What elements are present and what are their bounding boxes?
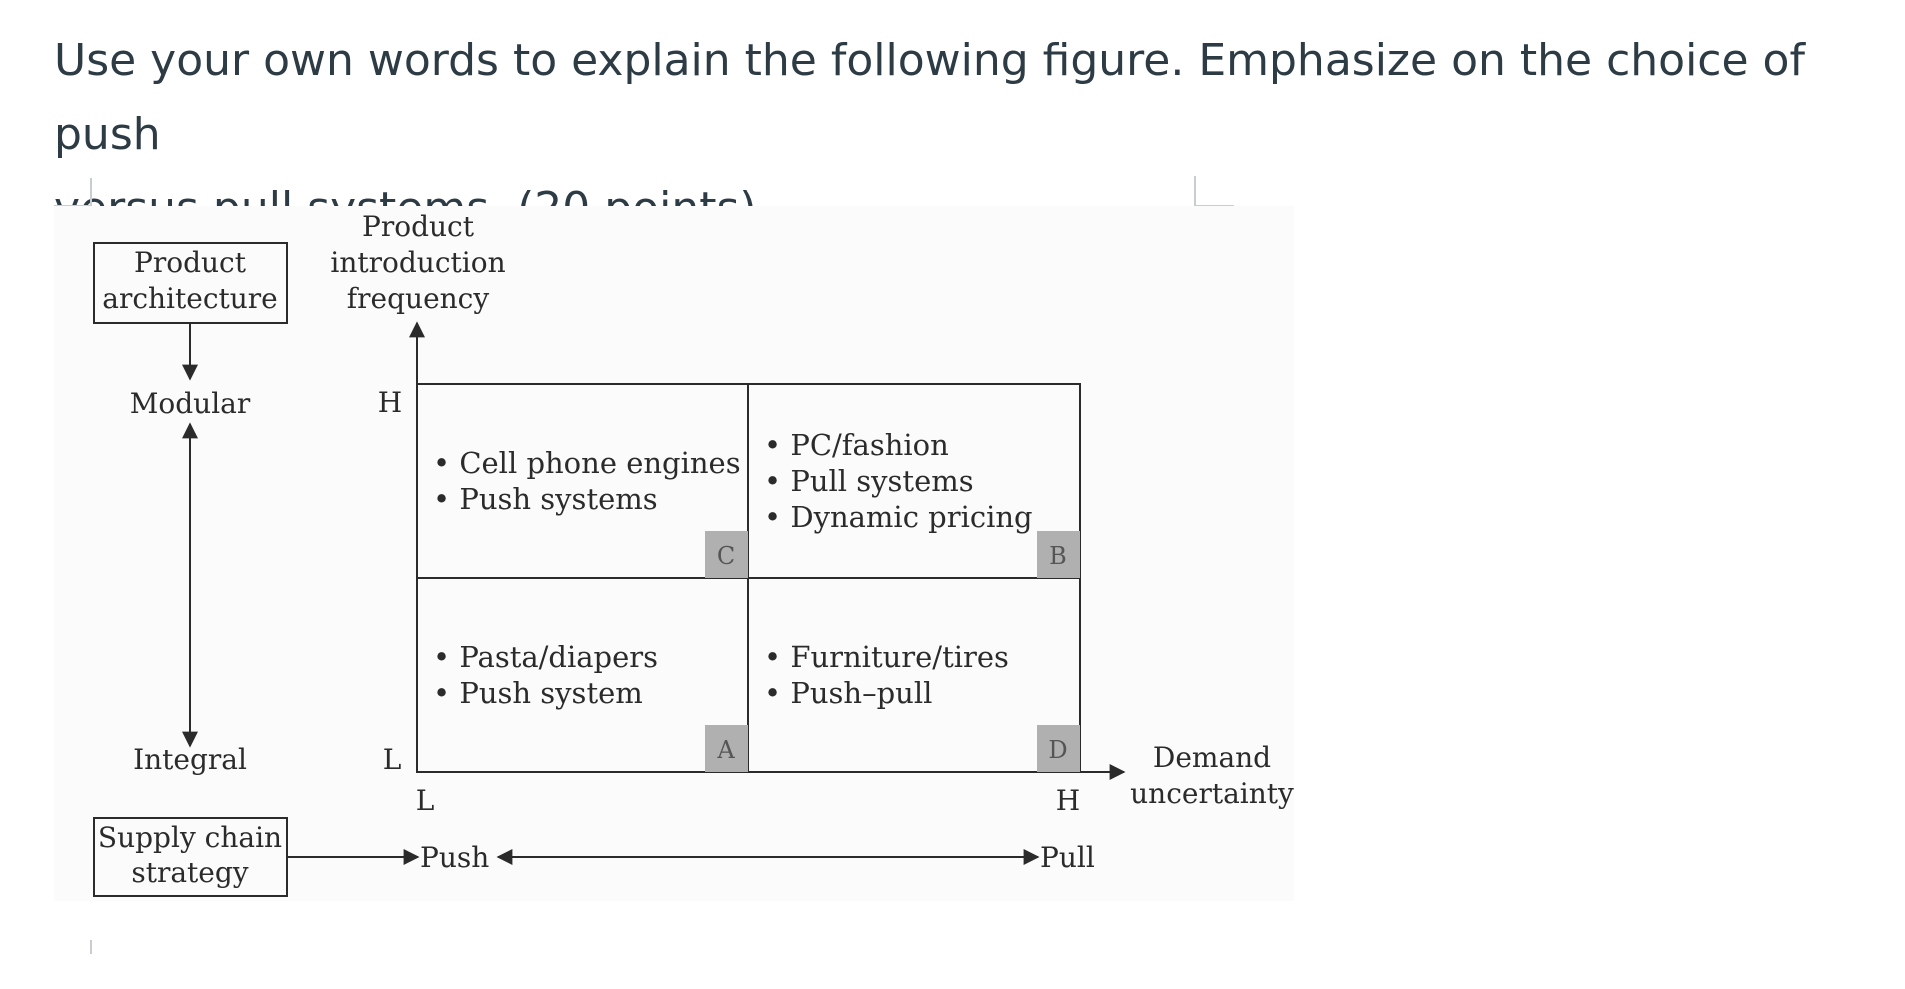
supply-chain-strategy-label-1: Supply chain <box>98 821 282 854</box>
figure-diagram: Product architecture Modular Integral Pr… <box>54 206 1294 901</box>
quadrant-c-item-1: • Cell phone engines <box>433 446 741 480</box>
product-architecture-label-2: architecture <box>102 282 278 315</box>
y-axis-high-label: H <box>378 386 402 419</box>
crop-mark-bottom-left-v <box>90 940 92 954</box>
quadrant-c-tag: C <box>717 542 735 570</box>
crop-mark-top-right-v <box>1194 176 1196 206</box>
quadrant-d-tag-box <box>1037 725 1080 772</box>
product-introduction-frequency-label-2: introduction <box>330 246 505 279</box>
supply-chain-strategy-label-2: strategy <box>131 856 248 889</box>
y-axis-low-label: L <box>383 743 402 776</box>
quadrant-b-tag-box <box>1037 531 1080 578</box>
product-architecture-label-1: Product <box>134 246 247 279</box>
push-label: Push <box>420 841 489 874</box>
quadrant-b: • PC/fashion • Pull systems • Dynamic pr… <box>764 428 1080 578</box>
quadrant-a-tag: A <box>716 736 735 764</box>
quadrant-d: • Furniture/tires • Push–pull D <box>764 640 1080 772</box>
pull-label: Pull <box>1040 841 1095 874</box>
demand-uncertainty-label-2: uncertainty <box>1130 777 1294 810</box>
x-axis-low-label: L <box>416 784 435 817</box>
product-introduction-frequency-label-1: Product <box>362 210 475 243</box>
question-line-1: Use your own words to explain the follow… <box>54 35 1805 160</box>
quadrant-a: • Pasta/diapers • Push system A <box>433 640 748 772</box>
integral-label: Integral <box>133 743 247 776</box>
x-axis-high-label: H <box>1056 784 1080 817</box>
quadrant-d-item-2: • Push–pull <box>764 676 932 710</box>
quadrant-d-tag: D <box>1048 736 1067 764</box>
quadrant-a-tag-box <box>705 725 748 772</box>
demand-uncertainty-label-1: Demand <box>1153 741 1271 774</box>
quadrant-a-item-2: • Push system <box>433 676 643 710</box>
quadrant-c-item-2: • Push systems <box>433 482 658 516</box>
modular-label: Modular <box>130 387 251 420</box>
quadrant-d-item-1: • Furniture/tires <box>764 640 1009 674</box>
diagram-svg: Product architecture Modular Integral Pr… <box>93 210 1294 897</box>
quadrant-c: • Cell phone engines • Push systems C <box>433 446 748 578</box>
product-introduction-frequency-label-3: frequency <box>347 282 490 315</box>
quadrant-b-item-1: • PC/fashion <box>764 428 949 462</box>
quadrant-a-item-1: • Pasta/diapers <box>433 640 658 674</box>
crop-mark-top-left-v <box>90 178 92 207</box>
quadrant-b-item-2: • Pull systems <box>764 464 974 498</box>
quadrant-c-tag-box <box>705 531 748 578</box>
quadrant-b-tag: B <box>1049 542 1067 570</box>
quadrant-b-item-3: • Dynamic pricing <box>764 500 1033 534</box>
